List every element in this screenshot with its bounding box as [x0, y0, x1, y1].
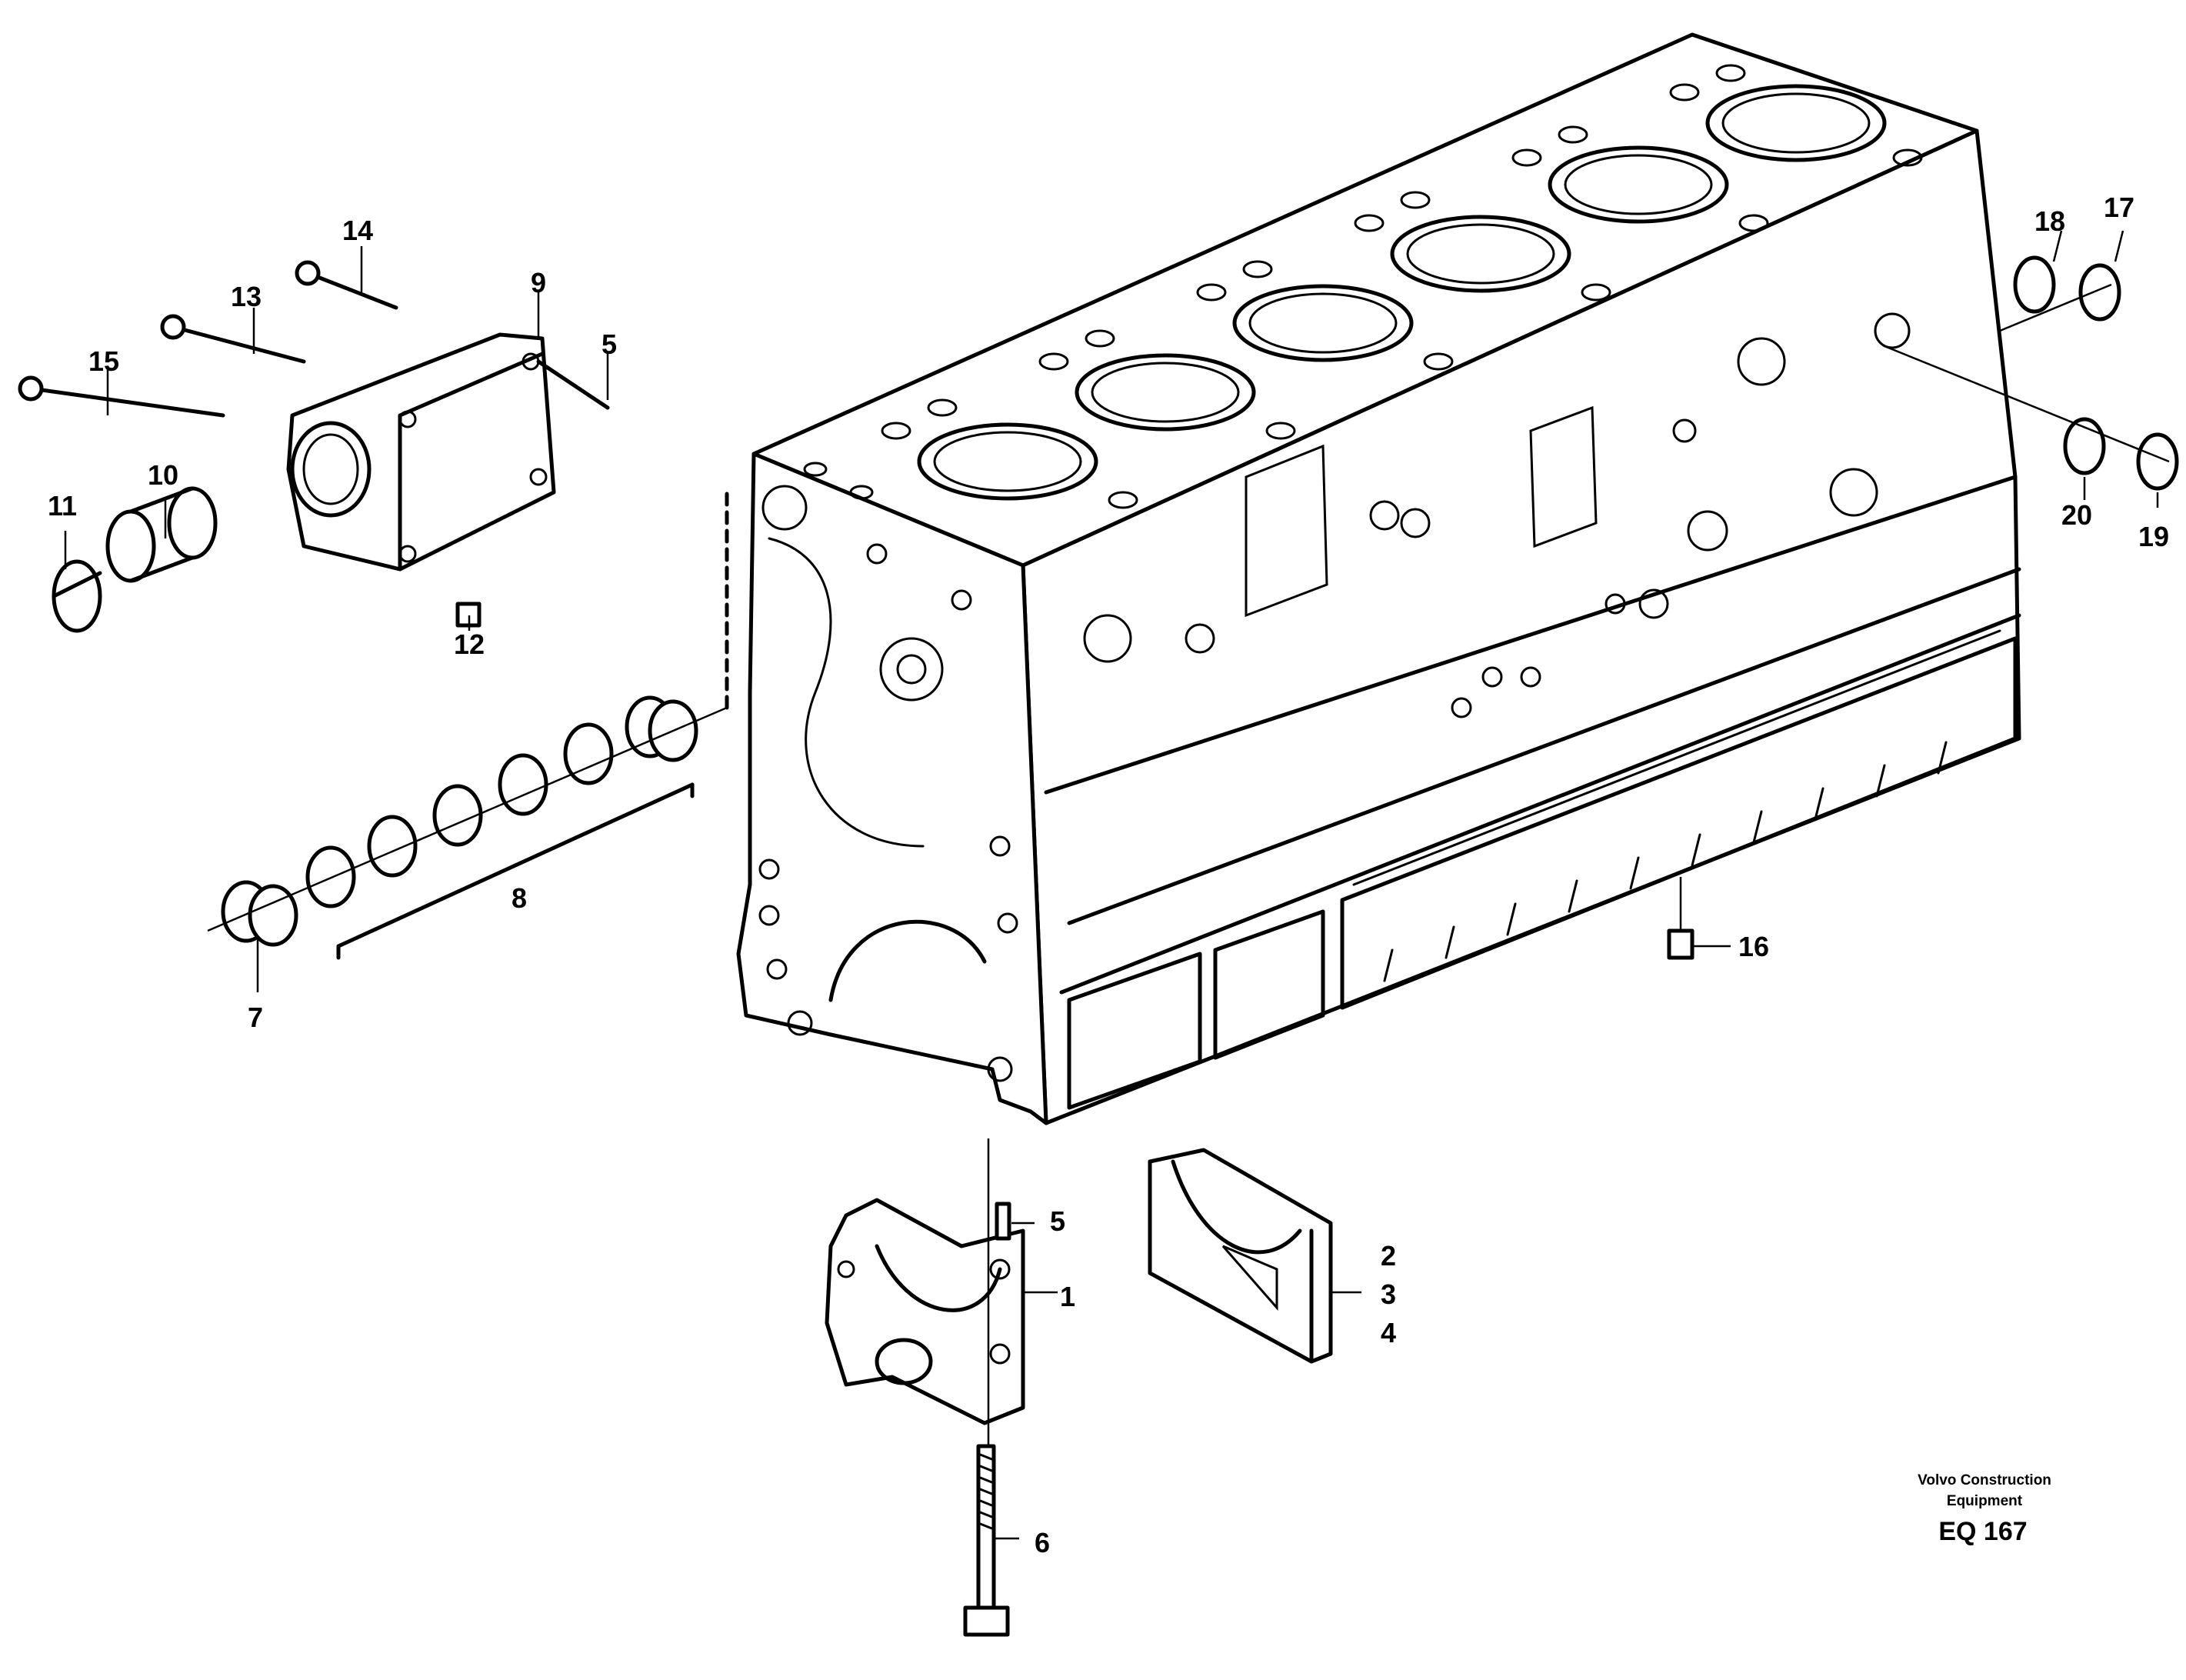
camshaft-axis-line	[207, 706, 728, 932]
callout-8: 8	[512, 882, 527, 914]
callout-3: 3	[1381, 1278, 1396, 1310]
callout-17: 17	[2104, 192, 2134, 223]
plug-set-right	[1884, 255, 2179, 491]
bearing-housing	[286, 332, 556, 572]
main-bearing-bolt	[963, 1444, 1010, 1637]
callout-19: 19	[2138, 521, 2169, 552]
housing-bolts	[18, 260, 398, 418]
housing-dowels	[455, 359, 610, 628]
callout-10: 10	[148, 459, 178, 491]
callout-16: 16	[1738, 931, 1769, 962]
callout-5-upper: 5	[601, 328, 617, 360]
bushing-set-front	[52, 486, 218, 633]
head-bolt-holes	[803, 64, 1923, 509]
main-bearing-cap	[1148, 1148, 1333, 1364]
callout-labels: 1 2 3 4 5 6 7 8 9 5 10 11 12 13 14 15 16…	[48, 192, 2169, 1558]
callout-5-lower: 5	[1050, 1205, 1065, 1237]
callout-11: 11	[48, 490, 77, 522]
callout-20: 20	[2061, 499, 2092, 531]
callout-12: 12	[454, 628, 485, 660]
drain-plug	[1667, 877, 1694, 960]
callout-9: 9	[531, 267, 546, 298]
callout-2: 2	[1381, 1240, 1396, 1272]
front-face-details	[758, 485, 1018, 1082]
callout-15: 15	[88, 345, 119, 377]
callout-6: 6	[1035, 1527, 1050, 1558]
footer-line-1: Volvo Construction	[1918, 1472, 2051, 1488]
footer-line-2: Equipment	[1947, 1493, 2023, 1509]
callout-1: 1	[1060, 1281, 1075, 1312]
callout-14: 14	[342, 215, 373, 246]
publisher-footer: Volvo Construction Equipment EQ 167	[1918, 1472, 2051, 1546]
diagram-code: EQ 167	[1938, 1517, 2027, 1546]
main-bearing-cap-rear	[825, 1198, 1025, 1425]
cylinder-bores	[917, 84, 1887, 501]
camshaft-bearing-set	[221, 695, 698, 960]
callout-7: 7	[248, 1002, 263, 1033]
side-face-details	[1083, 312, 1911, 718]
callout-18: 18	[2034, 205, 2065, 237]
dowel-pin-lower	[995, 1202, 1011, 1241]
cylinder-block	[736, 32, 2021, 1125]
callout-4: 4	[1381, 1317, 1396, 1348]
leader-lines	[64, 230, 2159, 1540]
callout-13: 13	[231, 281, 262, 312]
